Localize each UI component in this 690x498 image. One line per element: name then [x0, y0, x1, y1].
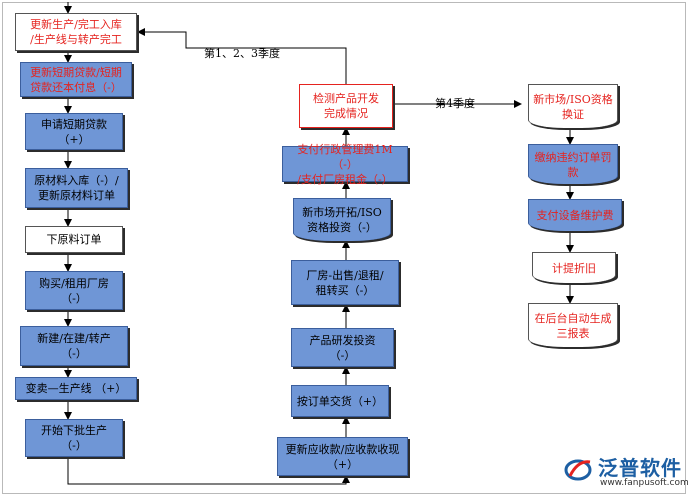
apply-short-loan-box: 申请短期贷款（+） — [25, 113, 123, 150]
label-quarters-1-3: 第1、2、3季度 — [204, 47, 280, 60]
deliver-orders-box: 按订单交货（+） — [291, 385, 389, 417]
pay-breach-penalty-box: 缴纳违约订单罚款 — [528, 144, 618, 184]
fanpu-logo: 泛普软件 www.fanpusoft.com — [560, 450, 689, 494]
sell-production-line-box: 变卖—生产线 （+） — [15, 377, 137, 400]
factory-sell-rent-box: 厂房-出售/退租/租转买（-） — [291, 260, 399, 305]
logo-mark-icon — [564, 459, 592, 481]
update-production-box: 更新生产/完工入库/生产线与转产完工 — [15, 13, 137, 51]
build-convert-line-box: 新建/在建/转产（-） — [20, 326, 128, 366]
update-receivables-box: 更新应收款/应收款收现（+） — [277, 437, 408, 476]
auto-reports-box: 在后台自动生成三报表 — [528, 303, 618, 347]
buy-rent-factory-box: 购买/租用厂房（-） — [25, 271, 123, 310]
pay-admin-fee-box: 支付行政管理费1M（-）/支付厂房租金（-） — [282, 143, 408, 186]
depreciation-box: 计提折旧 — [532, 252, 616, 283]
logo-url: www.fanpusoft.com — [600, 478, 689, 488]
place-material-order-box: 下原料订单 — [25, 226, 123, 253]
update-short-loan-box: 更新短期贷款/短期贷款还本付息（-） — [20, 62, 132, 97]
material-storage-box: 原材料入库（-）/更新原材料订单 — [25, 168, 128, 208]
market-iso-renewal-box: 新市场/ISO资格换证 — [528, 84, 618, 128]
label-quarter-4: 第4季度 — [435, 97, 475, 110]
arrow-l9-m7 — [67, 457, 350, 485]
check-product-dev-box: 检测产品开发完成情况 — [299, 84, 393, 128]
product-rd-investment-box: 产品研发投资（-） — [291, 328, 394, 367]
pay-maintenance-box: 支付设备维护费 — [528, 199, 622, 231]
diagram-frame — [2, 2, 686, 494]
arrow-loop-q123 — [137, 28, 347, 84]
logo-name: 泛普软件 — [598, 456, 682, 480]
start-next-production-box: 开始下批生产（-） — [25, 419, 123, 457]
